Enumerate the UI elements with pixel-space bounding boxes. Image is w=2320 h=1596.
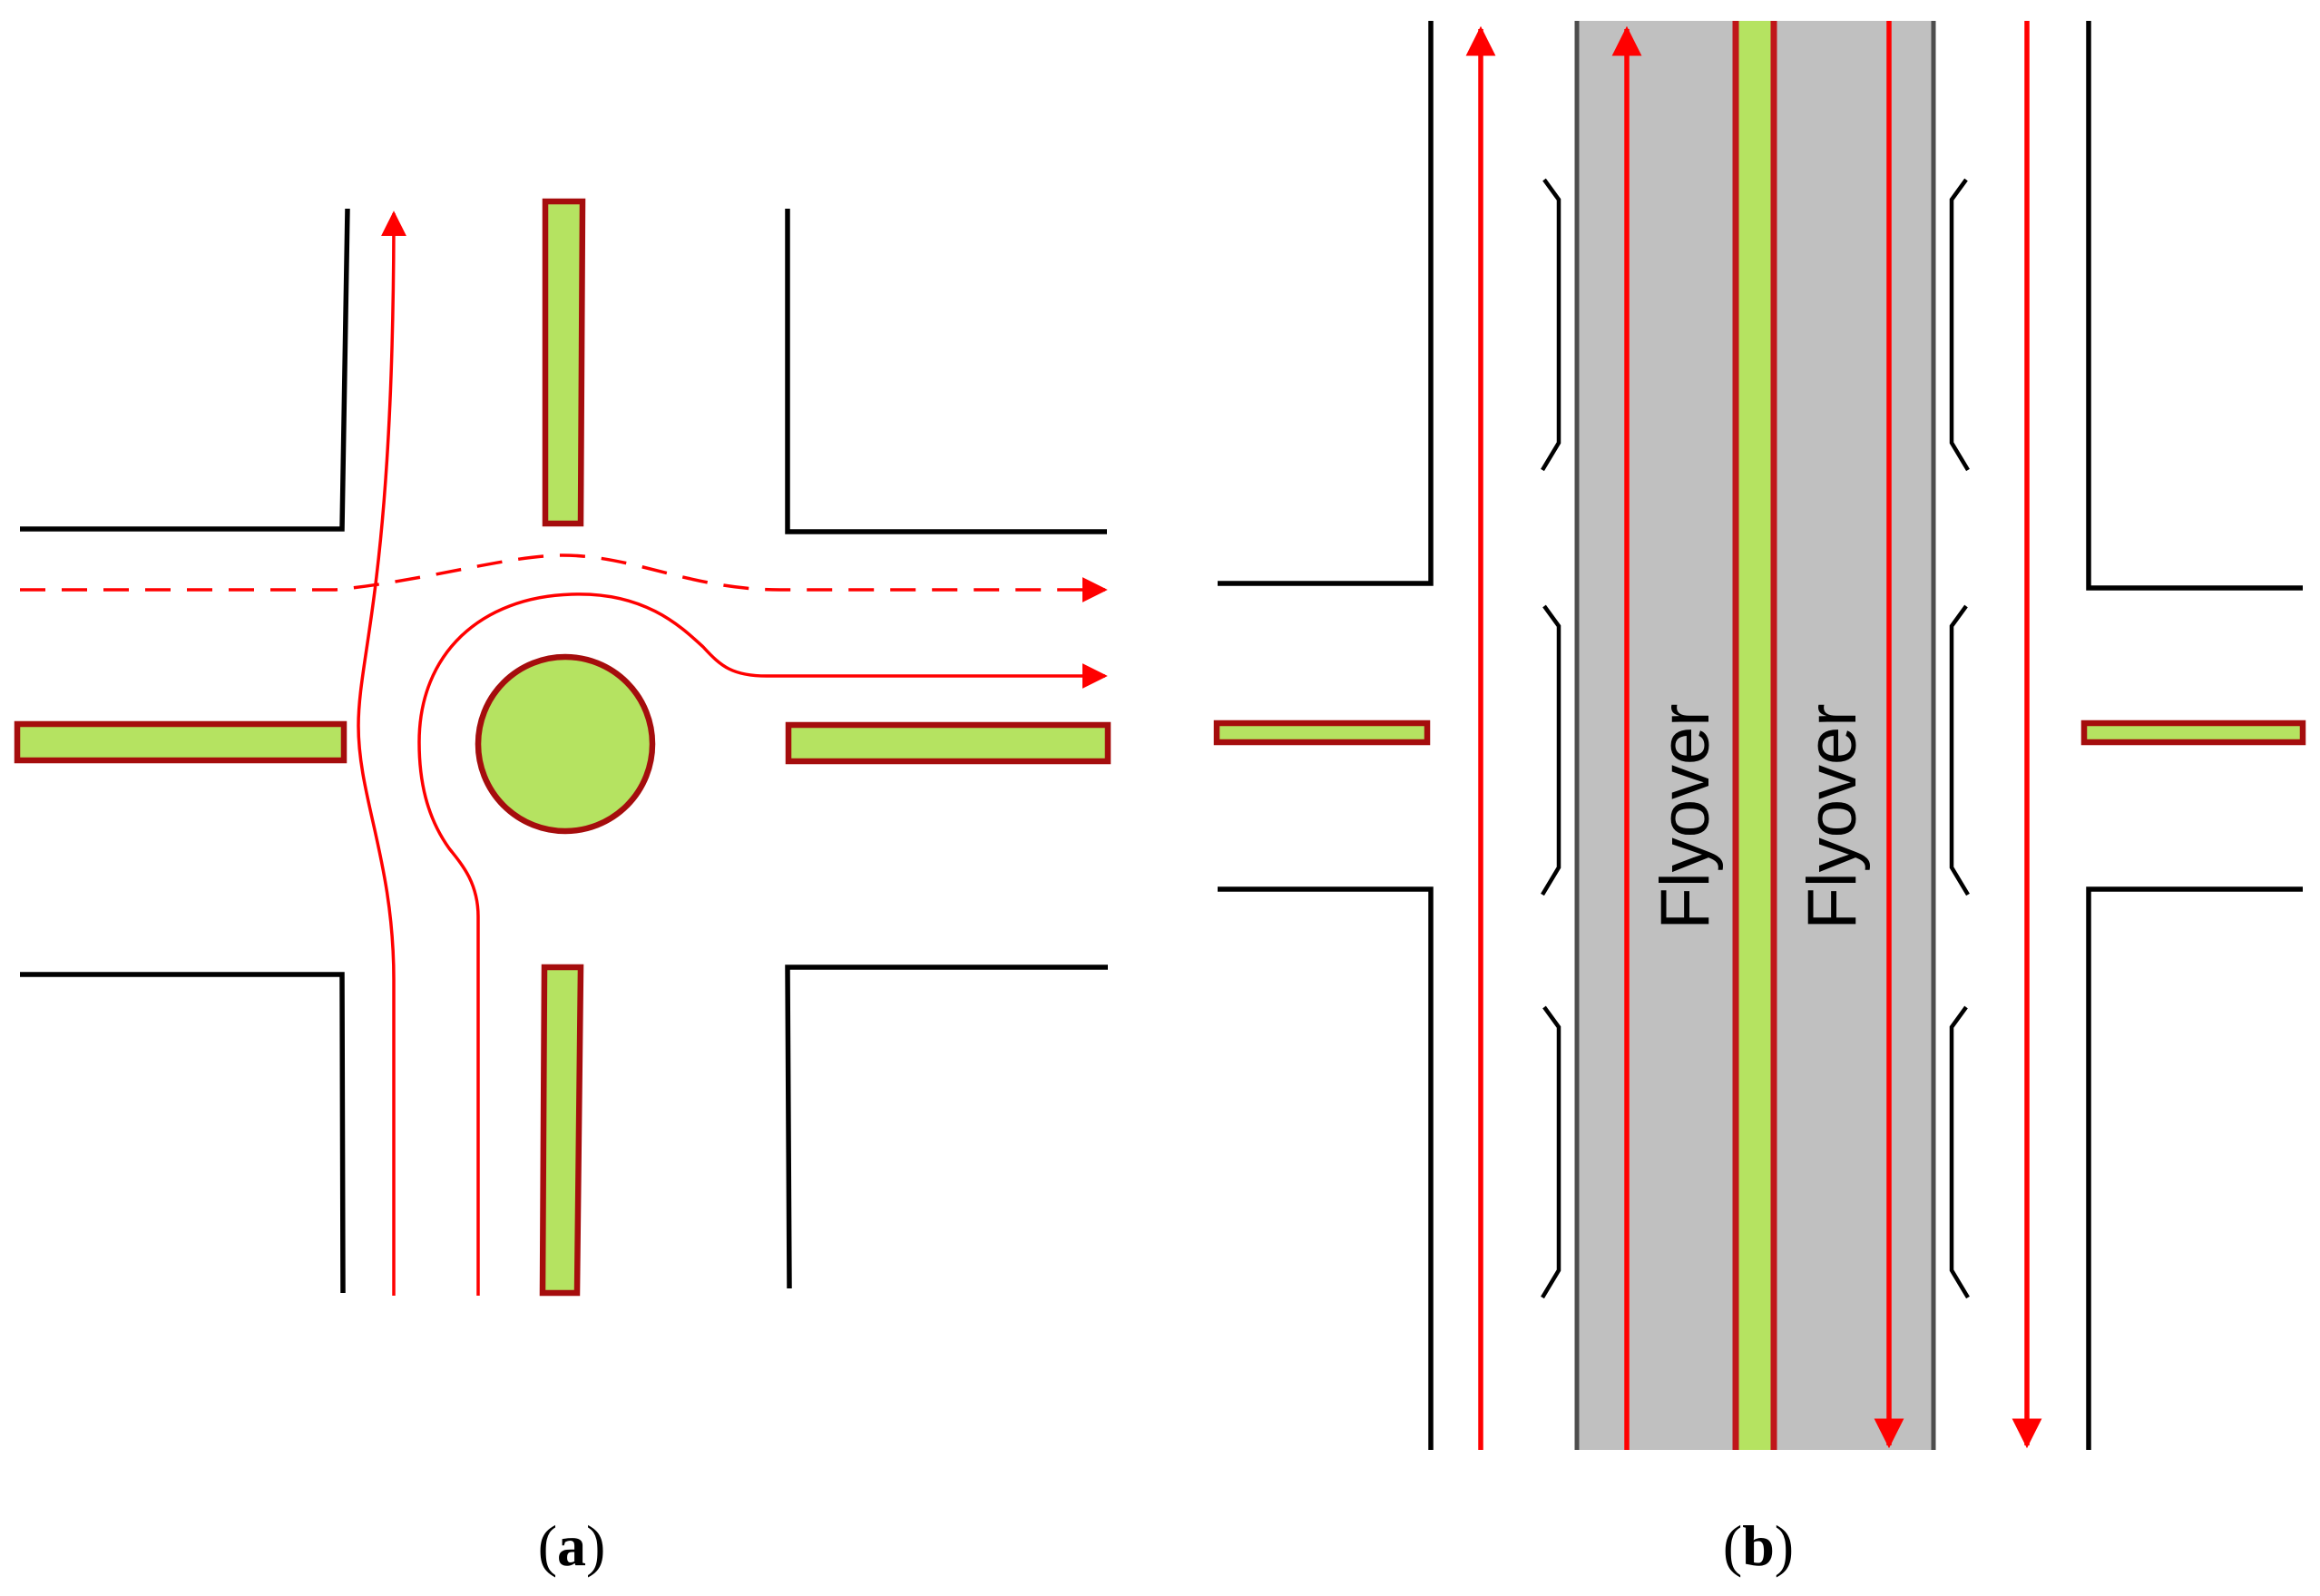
caption-a: (a): [538, 1513, 606, 1578]
flow-through-north: [357, 211, 406, 1296]
cross-road-median-east: [2080, 720, 2306, 746]
flyover-road-edges: [1218, 21, 2303, 1450]
median-island-east: [785, 721, 1111, 765]
median-island-west: [14, 720, 348, 764]
road-edge-bottom-right-b: [2086, 886, 2303, 1450]
road-edge-bottom-right: [785, 964, 1108, 1289]
median-island-south: [539, 964, 584, 1297]
roundabout-median-islands: [14, 198, 1111, 1297]
ramp-bracket-right-1: [1949, 178, 1970, 472]
flyover-ramp-brackets: [1541, 178, 1970, 1299]
road-edge-bottom-left: [20, 972, 346, 1294]
flyover-median: [1736, 21, 1774, 1450]
road-edge-top-right-b: [2086, 21, 2303, 591]
caption-b: (b): [1723, 1513, 1794, 1578]
road-edge-top-left: [20, 208, 350, 532]
ramp-bracket-right-3: [1949, 1005, 1970, 1299]
flow-right-turn-around-island: [417, 592, 1108, 1296]
median-island-north: [542, 198, 586, 527]
road-edge-bottom-left-b: [1218, 886, 1434, 1450]
road-edge-top-right: [785, 209, 1107, 534]
roundabout-road-edges: [20, 208, 1108, 1294]
cross-road-median-west: [1213, 720, 1431, 746]
roundabout-traffic-flows: [20, 211, 1108, 1296]
panel-b-flyover: Flyover Flyover: [1213, 21, 2306, 1450]
flow-through-east-dashed: [20, 553, 1108, 602]
ramp-bracket-left-1: [1541, 178, 1561, 472]
flyover-label-right: Flyover: [1794, 703, 1871, 929]
flyover-traffic-flows: [1465, 21, 2042, 1450]
flyover-label-left: Flyover: [1647, 703, 1724, 929]
ramp-bracket-left-2: [1541, 604, 1561, 896]
central-roundabout-island: [475, 653, 656, 835]
panel-a-roundabout: [14, 198, 1111, 1297]
ramp-bracket-right-2: [1949, 604, 1970, 896]
ramp-bracket-left-3: [1541, 1005, 1561, 1299]
road-edge-top-left-b: [1218, 21, 1434, 586]
